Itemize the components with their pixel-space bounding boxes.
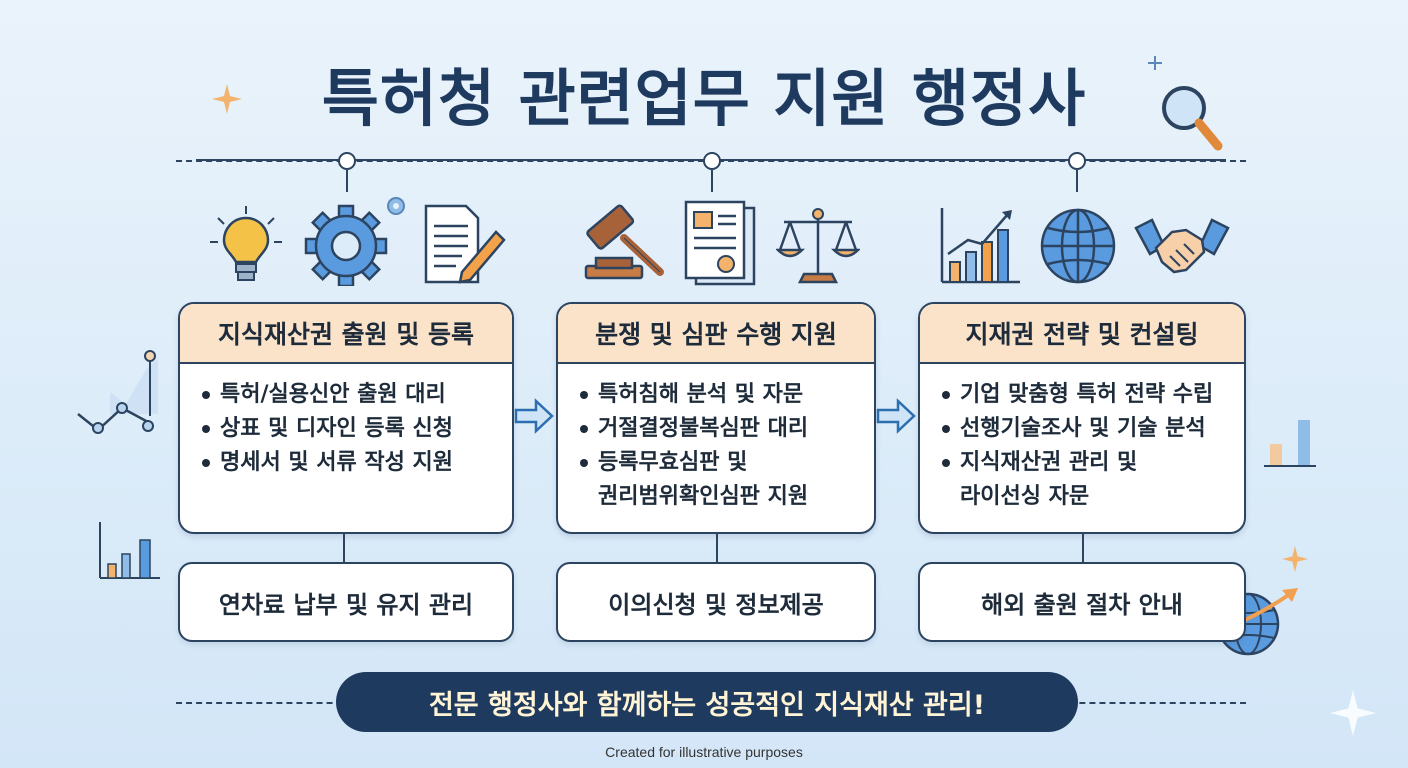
card-heading: 분쟁 및 심판 수행 지원 [558, 304, 874, 364]
list-item: 선행기술조사 및 기술 분석 [940, 412, 1244, 446]
card-connector [343, 534, 345, 564]
timeline-node [1068, 152, 1086, 170]
card-heading: 지식재산권 출원 및 등록 [180, 304, 512, 364]
card-connector [716, 534, 718, 564]
globe-icon [1040, 208, 1116, 284]
footer-note: Created for illustrative purposes [605, 744, 803, 760]
slogan-banner: 전문 행정사와 함께하는 성공적인 지식재산 관리! [336, 672, 1078, 732]
arrow-right-icon [514, 398, 554, 434]
timeline-connector [346, 170, 348, 192]
list-item: 등록무효심판 및 [578, 446, 874, 480]
timeline-connector [711, 170, 713, 192]
bar-chart-icon [99, 522, 160, 579]
list-item: 지식재산권 관리 및 [940, 446, 1244, 480]
list-item: 거절결정불복심판 대리 [578, 412, 874, 446]
timeline-connector [1076, 170, 1078, 192]
bar-chart-icon [1264, 420, 1316, 467]
list-item-continuation: 권리범위확인심판 지원 [598, 484, 809, 509]
growth-chart-icon [940, 208, 1020, 284]
timeline-node [338, 152, 356, 170]
subcard-annuity-maintenance: 연차료 납부 및 유지 관리 [178, 562, 514, 642]
handshake-icon [1134, 218, 1230, 274]
gear-icon [304, 197, 405, 286]
gavel-icon [584, 204, 664, 280]
list-item: 특허/실용신안 출원 대리 [200, 378, 512, 412]
timeline-node [703, 152, 721, 170]
subcard-overseas-filing: 해외 출원 절차 안내 [918, 562, 1246, 642]
magnifier-icon [1162, 86, 1223, 151]
plus-icon [1148, 56, 1162, 70]
list-item: 명세서 및 서류 작성 지원 [200, 446, 512, 480]
card-connector [1082, 534, 1084, 564]
card-ip-strategy: 지재권 전략 및 컨설팅 기업 맞춤형 특허 전략 수립 선행기술조사 및 기술… [918, 302, 1246, 534]
list-item-continuation: 라이선싱 자문 [960, 484, 1090, 509]
list-item: 상표 및 디자인 등록 신청 [200, 412, 512, 446]
card-item-list: 특허/실용신안 출원 대리 상표 및 디자인 등록 신청 명세서 및 서류 작성… [180, 378, 512, 480]
subcard-opposition-info: 이의신청 및 정보제공 [556, 562, 876, 642]
arrow-right-icon [876, 398, 916, 434]
document-pencil-icon [424, 204, 506, 284]
card-dispute-trial: 분쟁 및 심판 수행 지원 특허침해 분석 및 자문 거절결정불복심판 대리 등… [556, 302, 876, 534]
sparkle-icon [212, 84, 242, 114]
certificate-icon [684, 200, 756, 286]
card-item-list: 특허침해 분석 및 자문 거절결정불복심판 대리 등록무효심판 및 권리범위확인… [558, 378, 874, 514]
lightbulb-icon [210, 206, 282, 281]
card-heading: 지재권 전략 및 컨설팅 [920, 304, 1244, 364]
sparkle-icon [1330, 690, 1376, 736]
card-ip-application: 지식재산권 출원 및 등록 특허/실용신안 출원 대리 상표 및 디자인 등록 … [178, 302, 514, 534]
scales-icon [776, 208, 860, 284]
list-item: 특허침해 분석 및 자문 [578, 378, 874, 412]
page-title: 특허청 관련업무 지원 행정사 [321, 62, 1087, 135]
sparkle-icon [1282, 546, 1308, 572]
card-item-list: 기업 맞춤형 특허 전략 수립 선행기술조사 및 기술 분석 지식재산권 관리 … [920, 378, 1244, 514]
list-item: 기업 맞춤형 특허 전략 수립 [940, 378, 1244, 412]
line-chart-icon [77, 350, 158, 434]
